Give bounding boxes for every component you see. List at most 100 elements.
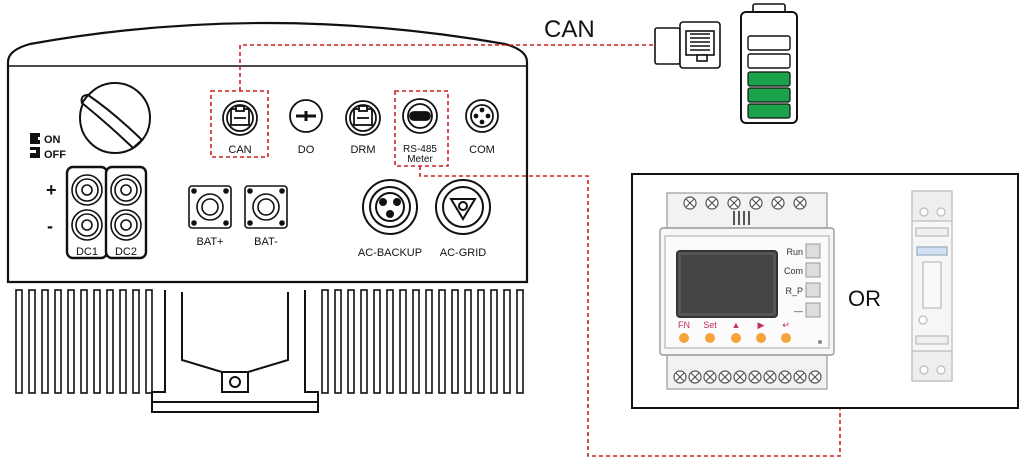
- dc-terminal: [110, 174, 142, 206]
- heat-sink-fin: [106, 289, 114, 394]
- heat-sink-fin: [119, 289, 127, 394]
- heat-sink-fin: [41, 289, 49, 394]
- rs485-label-line1: RS-485: [403, 144, 437, 155]
- dc-terminal: [71, 209, 103, 241]
- off-label: OFF: [44, 149, 66, 161]
- meter-wire: [419, 166, 841, 457]
- meter-key-button[interactable]: [756, 333, 766, 343]
- mounting-bracket: [151, 290, 319, 413]
- meter-terminal-screw: [718, 370, 732, 384]
- heat-sink-fin: [93, 289, 101, 394]
- rj45-connector-icon: [654, 21, 721, 69]
- dc-terminal: [110, 209, 142, 241]
- meter-terminal-screw: [673, 370, 687, 384]
- heat-sink-fin: [516, 289, 524, 394]
- meter-key-label: ↵: [782, 320, 790, 330]
- meter-terminal-screw: [703, 370, 717, 384]
- meter-terminal-screw: [748, 370, 762, 384]
- heat-sink-fin: [132, 289, 140, 394]
- can-port-label: CAN: [228, 144, 251, 156]
- heat-sink-fin: [145, 289, 153, 394]
- meter-terminal-screw: [763, 370, 777, 384]
- ac-grid-label: AC-GRID: [440, 247, 487, 259]
- meter-key-label: Set: [703, 320, 717, 330]
- or-label: OR: [848, 286, 881, 311]
- meter-indicator: [805, 282, 821, 298]
- heat-sink-fin: [67, 289, 75, 394]
- battery-terminal: [188, 185, 232, 229]
- meter-key-button[interactable]: [705, 333, 715, 343]
- meter-terminal-screw: [793, 370, 807, 384]
- meter-indicator: [805, 302, 821, 318]
- meter-terminal-screw: [793, 196, 807, 210]
- rs485-meter-port: [402, 98, 438, 134]
- meter-indicator: [805, 262, 821, 278]
- heat-sink-fin: [490, 289, 498, 394]
- dc-plus-label: +: [46, 180, 57, 200]
- bat-plus-label: BAT+: [196, 236, 223, 248]
- heat-sink: [15, 289, 524, 394]
- meter-terminal-screw: [727, 196, 741, 210]
- meter-key-label: FN: [678, 320, 690, 330]
- ac-backup-label: AC-BACKUP: [358, 247, 422, 259]
- heat-sink-fin: [399, 289, 407, 394]
- heat-sink-fin: [80, 289, 88, 394]
- meter-key-button[interactable]: [781, 333, 791, 343]
- drm-port: [345, 100, 381, 136]
- can-cable-label: CAN: [544, 16, 595, 43]
- meter-terminal-screw: [705, 196, 719, 210]
- rs485-label-line2: Meter: [407, 154, 433, 165]
- heat-sink-fin: [438, 289, 446, 394]
- heat-sink-fin: [503, 289, 511, 394]
- meter-key-button[interactable]: [731, 333, 741, 343]
- meter-side-label: —: [794, 306, 803, 316]
- heat-sink-fin: [425, 289, 433, 394]
- heat-sink-fin: [412, 289, 420, 394]
- heat-sink-fin: [321, 289, 329, 394]
- ac-grid-connector: [435, 179, 491, 235]
- dc1-label: DC1: [76, 246, 98, 258]
- heat-sink-fin: [386, 289, 394, 394]
- com-port: [465, 99, 499, 133]
- battery-terminal: [244, 185, 288, 229]
- on-label: ON: [44, 134, 61, 146]
- meter-terminal-screw: [771, 196, 785, 210]
- can-port: [222, 100, 258, 136]
- meter-terminal-screw: [808, 370, 822, 384]
- heat-sink-fin: [334, 289, 342, 394]
- do-port: [289, 99, 323, 133]
- heat-sink-fin: [477, 289, 485, 394]
- do-port-label: DO: [298, 144, 315, 156]
- heat-sink-fin: [451, 289, 459, 394]
- on-off-indicator: ON OFF: [30, 133, 66, 161]
- meter-side-label: Com: [784, 266, 803, 276]
- heat-sink-fin: [15, 289, 23, 394]
- dc-minus-label: -: [47, 216, 53, 236]
- meter-key-label: ▶: [758, 320, 765, 330]
- meter-side-label: R_P: [785, 286, 803, 296]
- meter-terminal-screw: [749, 196, 763, 210]
- meter-terminal-screw: [778, 370, 792, 384]
- single-phase-meter: [911, 190, 953, 382]
- heat-sink-fin: [54, 289, 62, 394]
- meter-indicator: [805, 243, 821, 259]
- battery-icon: [740, 3, 798, 124]
- heat-sink-fin: [28, 289, 36, 394]
- bat-minus-label: BAT-: [254, 236, 278, 248]
- ac-backup-connector: [362, 179, 418, 235]
- dc2-label: DC2: [115, 246, 137, 258]
- meter-key-label: ▲: [732, 320, 741, 330]
- dc-switch-knob: [79, 82, 151, 154]
- meter-side-label: Run: [786, 247, 803, 257]
- can-wire: [239, 44, 655, 91]
- drm-port-label: DRM: [350, 144, 375, 156]
- heat-sink-fin: [360, 289, 368, 394]
- meter-terminal-screw: [733, 370, 747, 384]
- heat-sink-fin: [373, 289, 381, 394]
- meter-key-button[interactable]: [679, 333, 689, 343]
- meter-terminal-screw: [688, 370, 702, 384]
- meter-terminal-screw: [683, 196, 697, 210]
- heat-sink-fin: [347, 289, 355, 394]
